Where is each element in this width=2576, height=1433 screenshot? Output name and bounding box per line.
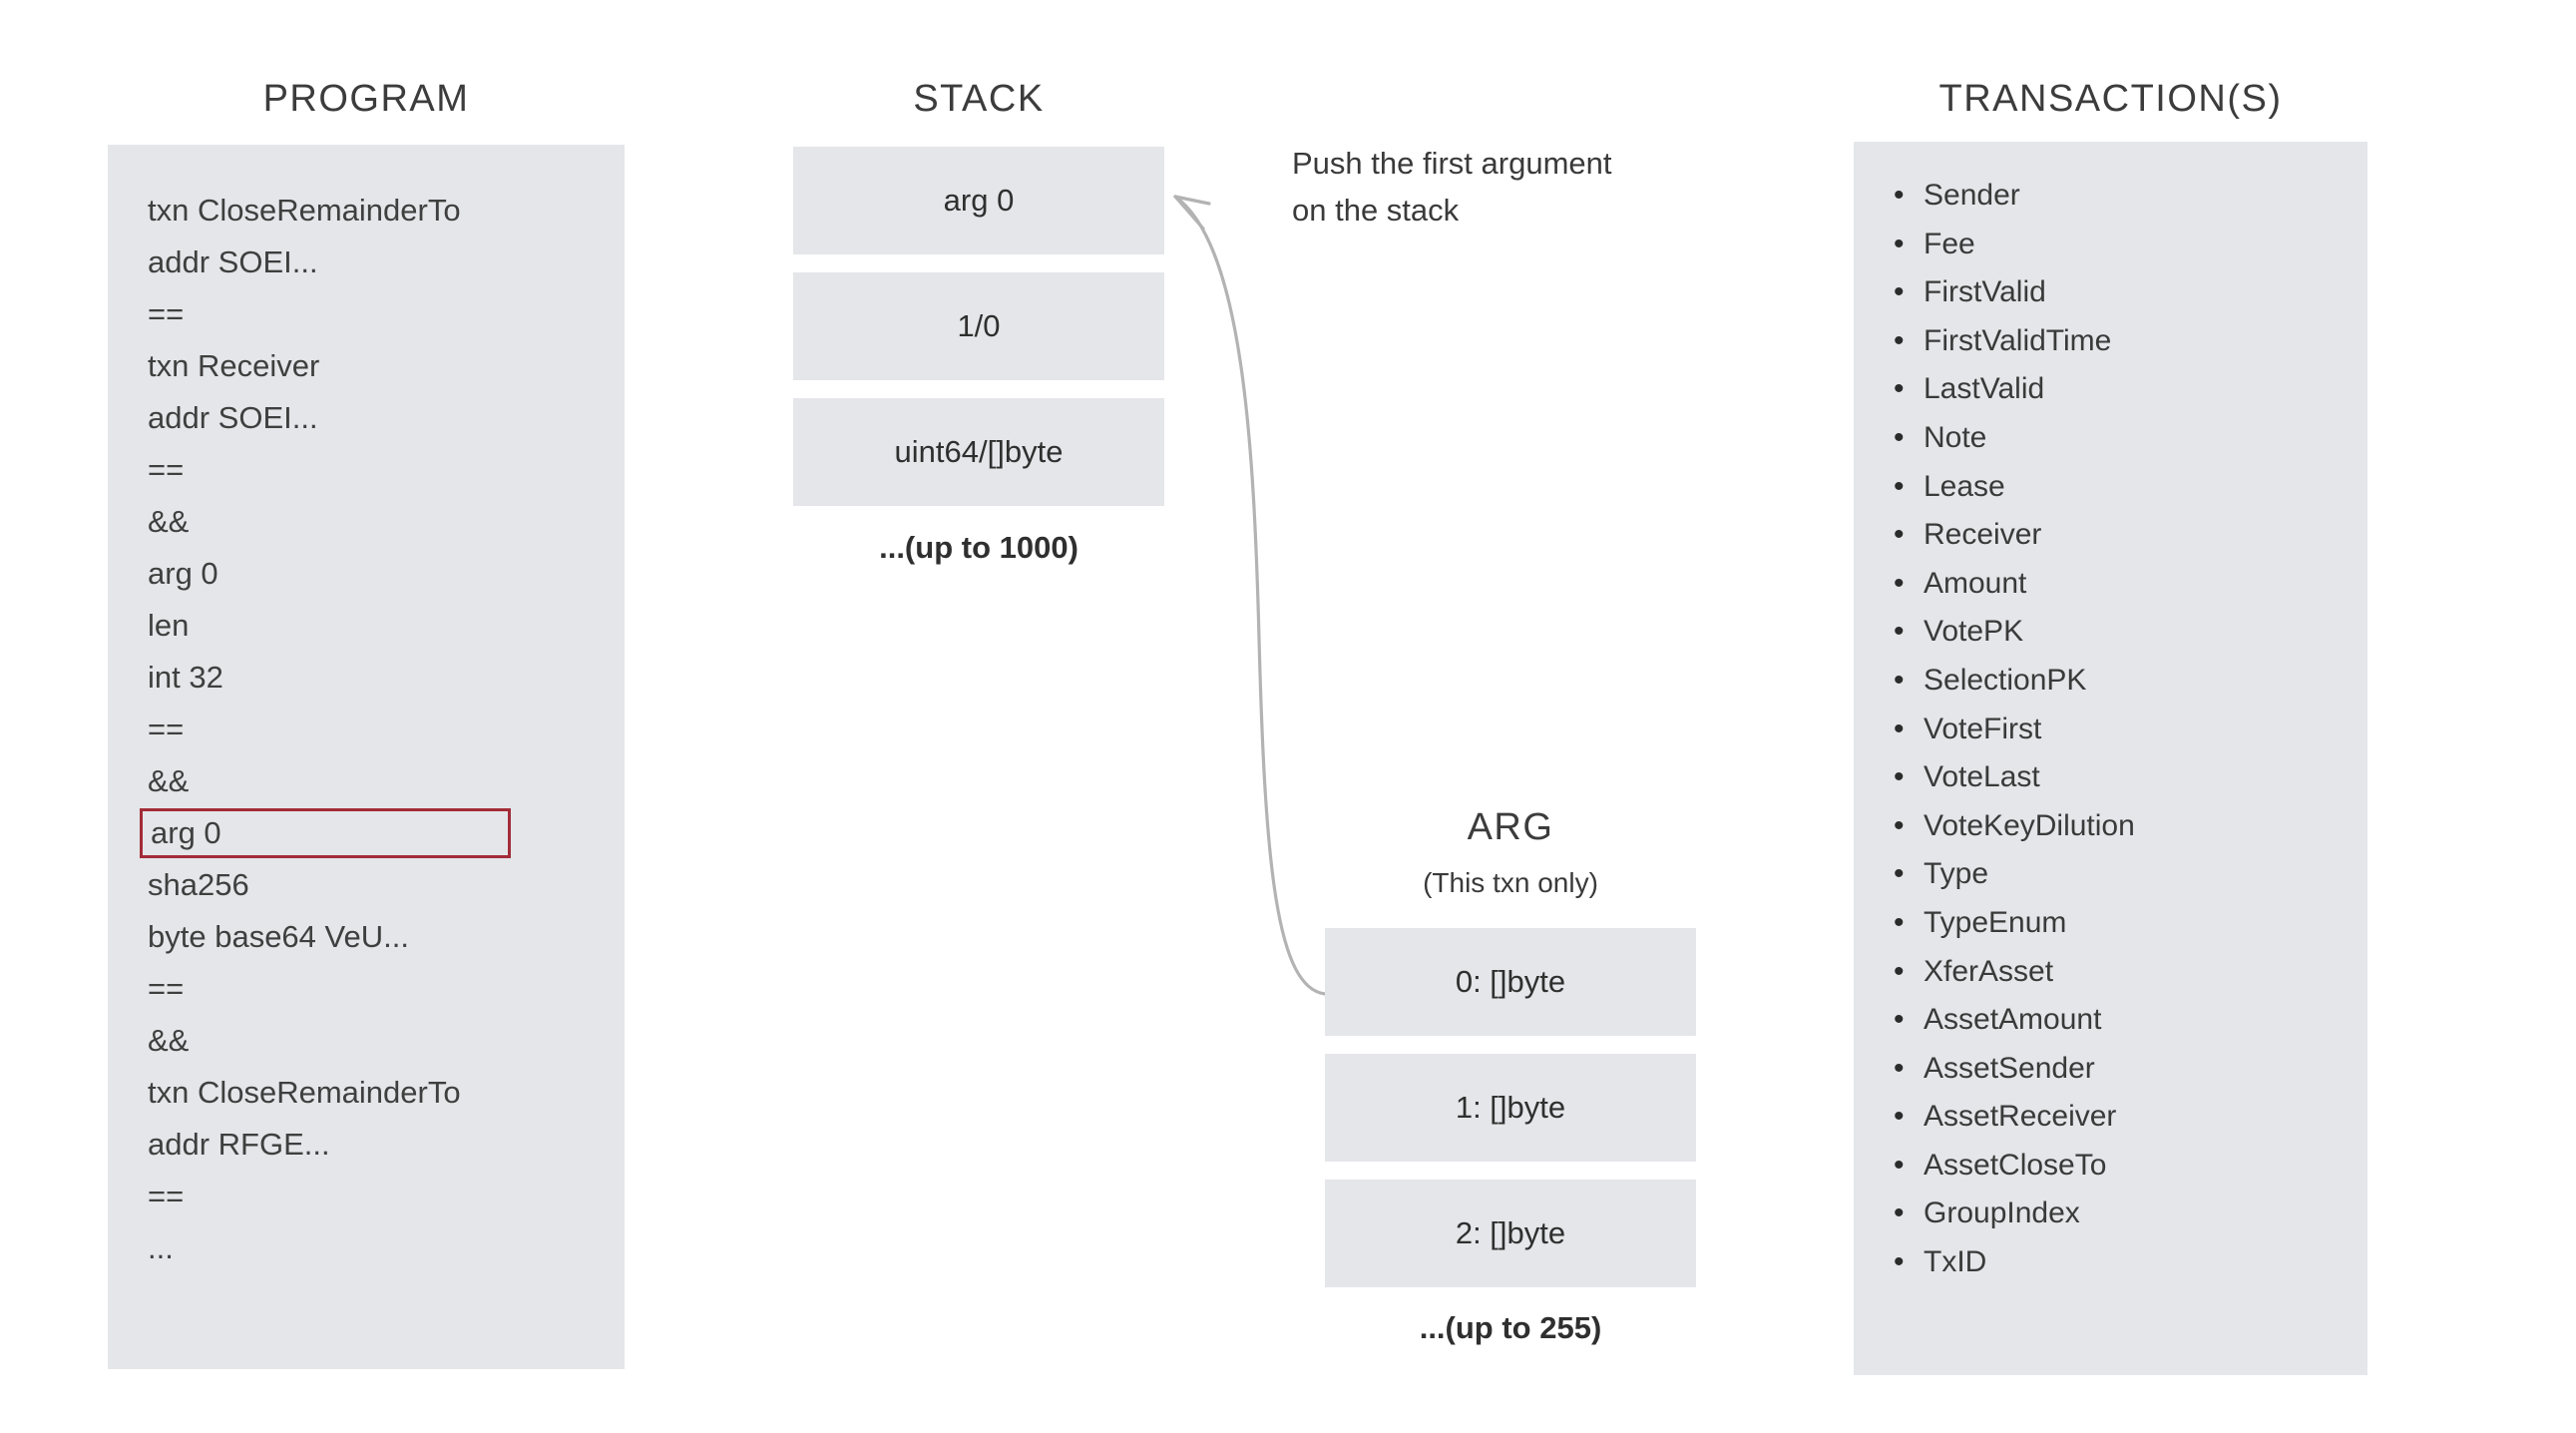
program-line: addr SOEI... xyxy=(148,244,318,279)
program-line: == xyxy=(148,712,185,746)
transaction-field: TxID xyxy=(1894,1238,2343,1287)
program-line: addr RFGE... xyxy=(148,1127,330,1162)
transaction-field: XferAsset xyxy=(1894,948,2343,997)
program-line: len xyxy=(148,608,190,643)
arg-column-subtitle: (This txn only) xyxy=(1423,867,1598,898)
program-line: int 32 xyxy=(148,660,223,695)
arg-column-title: ARG xyxy=(1467,806,1554,848)
arg-overflow-note: ...(up to 255) xyxy=(1419,1310,1602,1345)
transaction-field: AssetAmount xyxy=(1894,996,2343,1045)
program-line: txn CloseRemainderTo xyxy=(148,1075,461,1110)
transaction-field: Fee xyxy=(1894,221,2343,269)
stack-slot-1: 1/0 xyxy=(793,272,1164,380)
program-line: sha256 xyxy=(148,867,249,902)
program-line: txn CloseRemainderTo xyxy=(148,193,461,228)
program-line: txn Receiver xyxy=(148,348,320,383)
push-annotation-line-1: Push the first argument xyxy=(1292,146,1612,181)
stack-slot-2-label: uint64/[]byte xyxy=(894,434,1064,469)
arg-slot-1: 1: []byte xyxy=(1325,1054,1696,1162)
transaction-field: FirstValidTime xyxy=(1894,317,2343,366)
arg-slot-2-label: 2: []byte xyxy=(1455,1215,1566,1250)
program-line: && xyxy=(148,504,190,539)
program-line: == xyxy=(148,452,185,487)
transaction-field: Type xyxy=(1894,850,2343,899)
stack-slot-0: arg 0 xyxy=(793,147,1164,254)
transaction-field: Amount xyxy=(1894,560,2343,609)
push-annotation-line-2: on the stack xyxy=(1292,193,1460,228)
transaction-field: Sender xyxy=(1894,172,2343,221)
arg-slot-1-label: 1: []byte xyxy=(1455,1090,1566,1125)
transaction-field: Note xyxy=(1894,414,2343,463)
program-line: == xyxy=(148,971,185,1006)
transactions-column-title: TRANSACTION(S) xyxy=(1938,78,2283,120)
transaction-field: GroupIndex xyxy=(1894,1190,2343,1238)
program-line: addr SOEI... xyxy=(148,400,318,435)
push-annotation: Push the first argument on the stack xyxy=(1292,140,1711,234)
transaction-field-list: SenderFeeFirstValidFirstValidTimeLastVal… xyxy=(1894,172,2343,1287)
arg-slot-0-label: 0: []byte xyxy=(1455,964,1566,999)
program-instruction-list: txn CloseRemainderTo addr SOEI... == txn Re… xyxy=(140,185,567,1274)
program-line: && xyxy=(148,763,190,798)
stack-slot-0-label: arg 0 xyxy=(943,183,1015,218)
transaction-field: VoteFirst xyxy=(1894,706,2343,754)
transaction-field: AssetReceiver xyxy=(1894,1093,2343,1142)
stack-column-title: STACK xyxy=(913,78,1045,120)
transaction-field: SelectionPK xyxy=(1894,657,2343,706)
program-line: == xyxy=(148,1179,185,1213)
stack-slot-1-label: 1/0 xyxy=(957,308,1001,343)
stack-overflow-note: ...(up to 1000) xyxy=(879,530,1078,565)
transaction-field: AssetCloseTo xyxy=(1894,1142,2343,1191)
transaction-field: VoteKeyDilution xyxy=(1894,802,2343,851)
program-line: == xyxy=(148,296,185,331)
program-column-title: PROGRAM xyxy=(262,78,470,120)
transaction-field: VotePK xyxy=(1894,608,2343,657)
transaction-field: FirstValid xyxy=(1894,268,2343,317)
program-line: byte base64 VeU... xyxy=(148,919,409,954)
transaction-field: Receiver xyxy=(1894,511,2343,560)
program-panel xyxy=(108,145,625,1369)
program-line: && xyxy=(148,1023,190,1058)
arg-slot-2: 2: []byte xyxy=(1325,1180,1696,1287)
program-line: ... xyxy=(148,1230,174,1265)
transaction-field: LastValid xyxy=(1894,365,2343,414)
stack-slot-2: uint64/[]byte xyxy=(793,398,1164,506)
program-line-highlighted: arg 0 xyxy=(140,808,511,858)
program-line: arg 0 xyxy=(148,556,218,591)
arg-slot-0: 0: []byte xyxy=(1325,928,1696,1036)
transaction-field: Lease xyxy=(1894,463,2343,512)
transaction-field: VoteLast xyxy=(1894,753,2343,802)
transaction-field: TypeEnum xyxy=(1894,899,2343,948)
transaction-field: AssetSender xyxy=(1894,1045,2343,1094)
